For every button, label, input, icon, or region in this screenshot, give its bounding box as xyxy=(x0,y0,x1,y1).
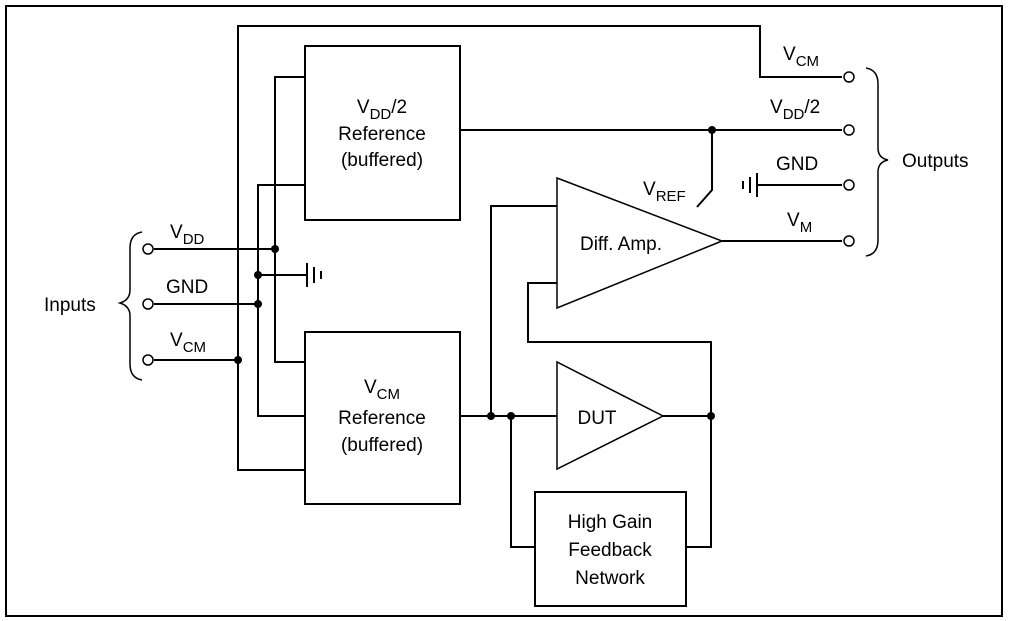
vref-label: VREF xyxy=(643,179,686,205)
input-vcm-label: VCM xyxy=(170,330,206,356)
terminal-output-vcm xyxy=(843,71,855,83)
output-vcm-label: VCM xyxy=(783,44,819,70)
vdd-half-reference-block xyxy=(304,45,461,221)
vcm-reference-block xyxy=(304,331,461,505)
output-vm-label: VM xyxy=(787,210,812,236)
input-gnd-label: GND xyxy=(166,277,208,298)
junction-dot xyxy=(507,412,515,420)
junction-dot xyxy=(487,412,495,420)
diff-amp-label: Diff. Amp. xyxy=(580,234,662,255)
output-gnd-label: GND xyxy=(776,154,818,175)
junction-dot xyxy=(234,356,242,364)
wire-diff-plus xyxy=(490,205,557,416)
outputs-brace xyxy=(865,67,889,257)
junction-dot xyxy=(707,412,715,420)
ground-icon xyxy=(306,263,322,287)
terminal-input-gnd xyxy=(142,298,154,310)
dut-amp-triangle xyxy=(556,360,665,471)
wires xyxy=(154,25,842,548)
wire-vdd-rail xyxy=(274,76,305,363)
wire-vref xyxy=(696,130,713,208)
vdd-ref-label-line1: VDD/2 xyxy=(357,97,407,123)
feedback-network-block xyxy=(534,491,687,607)
feedback-label-line2: Feedback xyxy=(568,540,652,561)
wire-vcm-top-loop xyxy=(237,25,842,360)
vcm-ref-label-line1: VCM xyxy=(364,377,400,403)
inputs-brace xyxy=(117,231,143,381)
inputs-group-label: Inputs xyxy=(44,295,96,316)
vcm-ref-label-line3: (buffered) xyxy=(341,435,423,456)
dut-label: DUT xyxy=(577,408,616,429)
input-vdd-label: VDD xyxy=(170,222,205,248)
wire-fb-right xyxy=(686,416,712,548)
ground-output-icon xyxy=(742,173,758,197)
junction-dots xyxy=(234,126,716,420)
wire-gnd-rail xyxy=(257,184,305,417)
terminal-input-vcm xyxy=(142,354,154,366)
diff-amp-triangle xyxy=(556,176,725,310)
junction-dot xyxy=(271,245,279,253)
wire-fb-left xyxy=(510,416,535,548)
outputs-group-label: Outputs xyxy=(902,151,969,172)
wire-diff-minus xyxy=(527,282,712,416)
junction-dot xyxy=(708,126,716,134)
vdd-ref-label-line3: (buffered) xyxy=(341,150,423,171)
diagram-frame xyxy=(5,5,1003,617)
output-vdd-half-label: VDD/2 xyxy=(770,97,820,123)
vdd-ref-label-line2: Reference xyxy=(338,124,426,145)
terminal-output-vm xyxy=(843,235,855,247)
junction-dot xyxy=(254,271,262,279)
terminal-input-vdd xyxy=(142,243,154,255)
terminals xyxy=(142,71,855,366)
terminal-output-gnd xyxy=(843,179,855,191)
feedback-label-line3: Network xyxy=(575,568,645,589)
wire-vcm-rail xyxy=(237,360,305,471)
feedback-label-line1: High Gain xyxy=(568,512,653,533)
junction-dot xyxy=(254,300,262,308)
terminal-output-vdd-half xyxy=(843,124,855,136)
vcm-ref-label-line2: Reference xyxy=(338,408,426,429)
